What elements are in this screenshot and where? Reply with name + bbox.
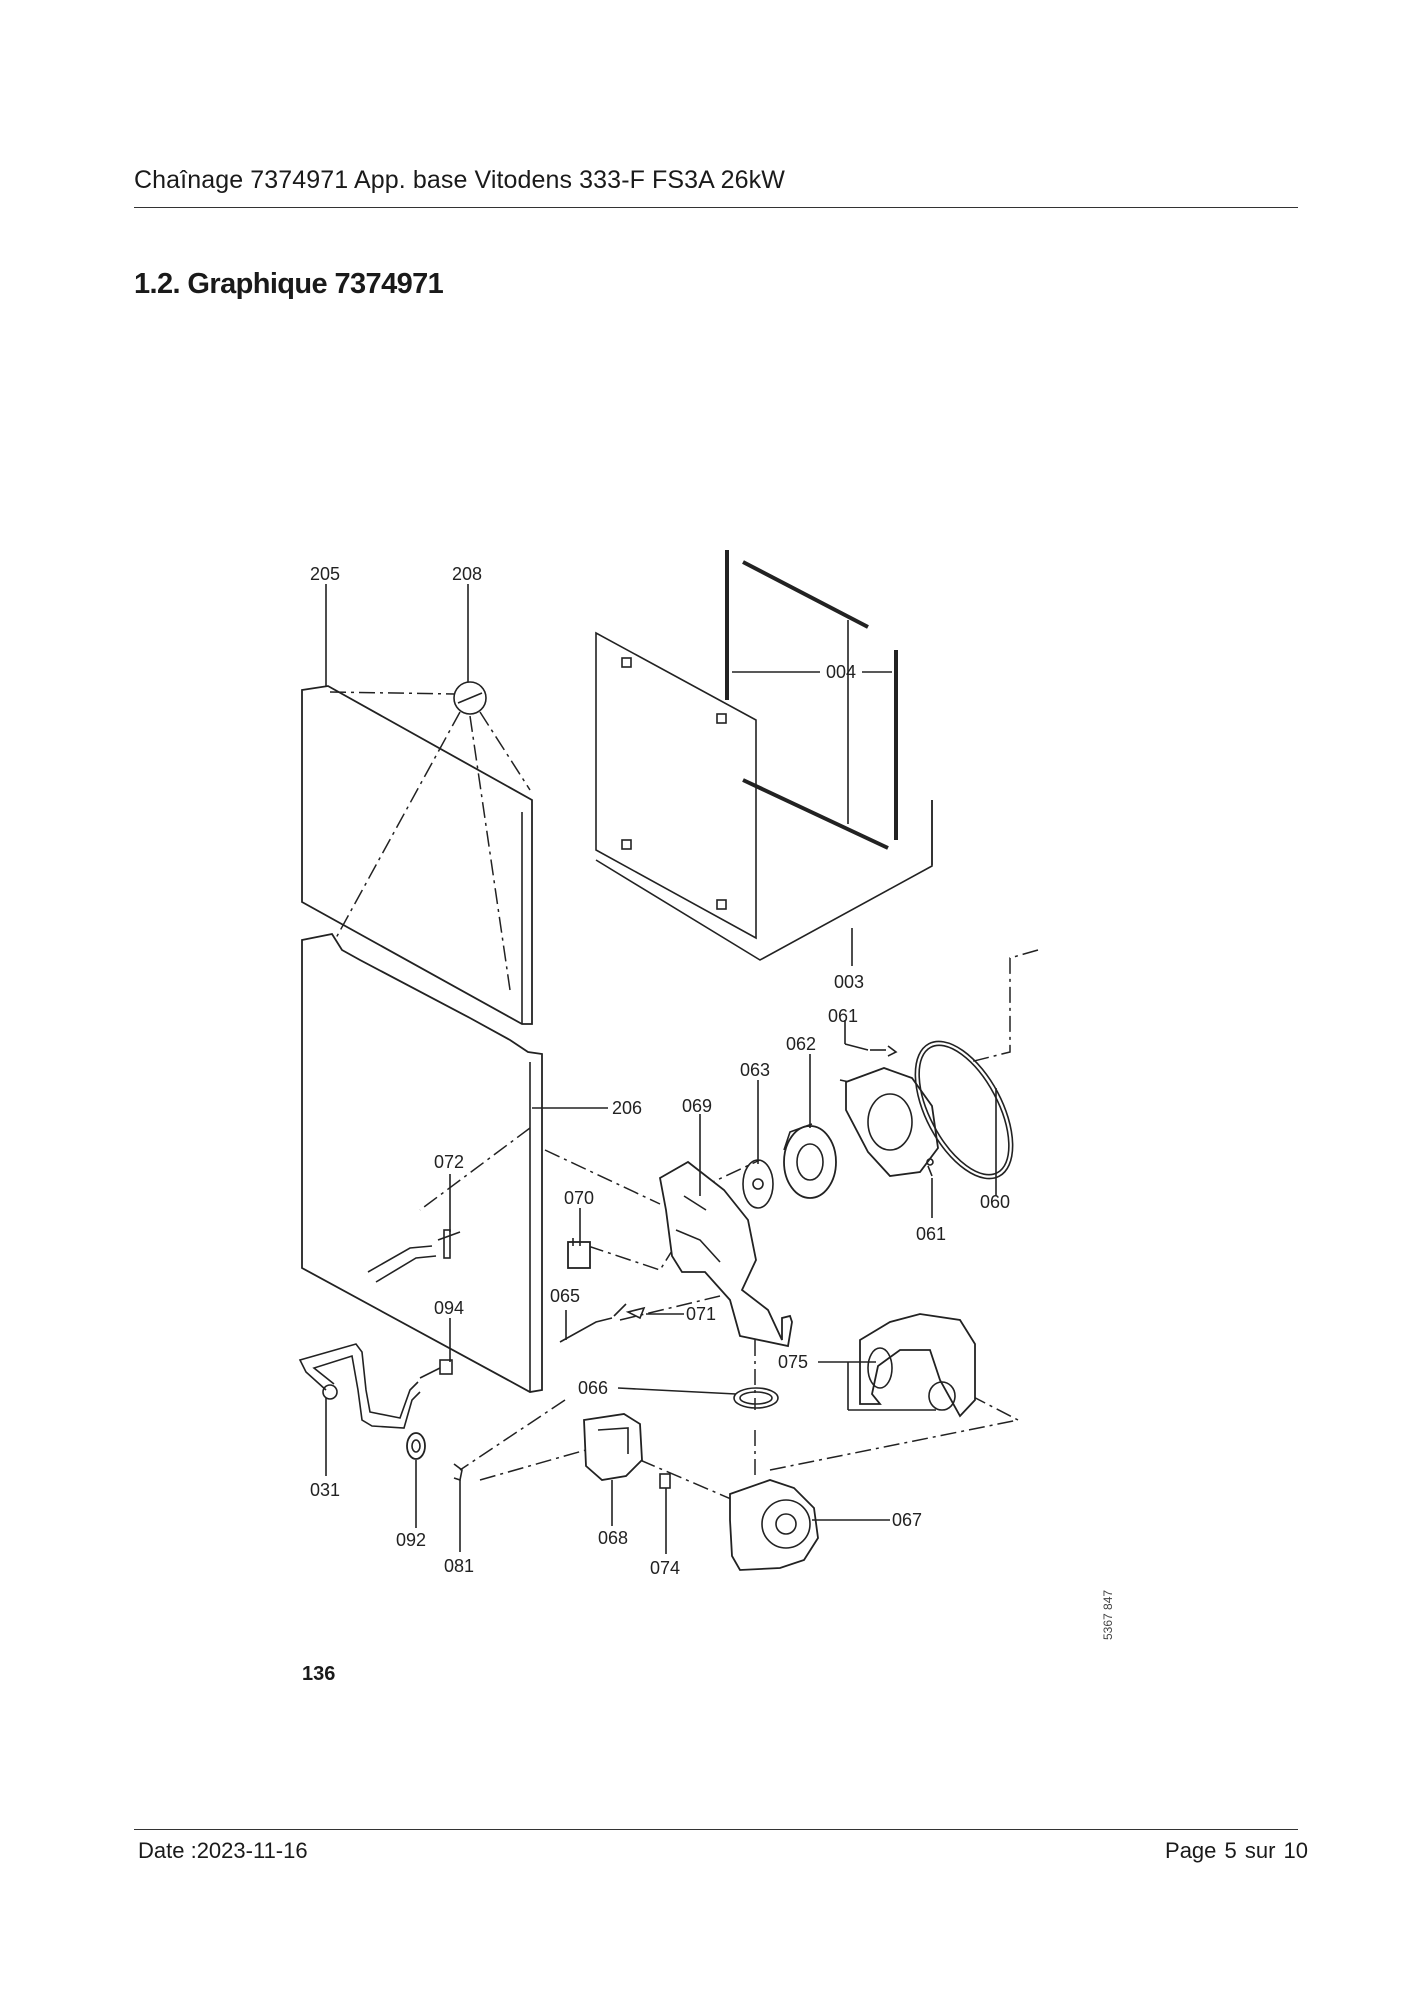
callout-066: 066 [578,1378,608,1398]
callout-071: 071 [686,1304,716,1324]
seal-ring-060 [914,1040,1014,1180]
callout-074: 074 [650,1558,680,1578]
gasket-066 [733,1387,779,1409]
electrode-072 [367,1229,461,1283]
screw-208 [453,681,487,715]
callout-206: 206 [612,1098,642,1118]
callout-061-bottom: 061 [916,1224,946,1244]
sensor-070 [567,1238,591,1269]
figure-number: 136 [302,1663,336,1685]
seal-092 [406,1432,426,1460]
callout-062: 062 [786,1034,816,1054]
clip-074 [659,1473,671,1489]
front-panel-206 [301,932,543,1393]
blower-067 [729,1479,819,1571]
clip-094 [419,1359,453,1379]
callout-069: 069 [682,1096,712,1116]
plate-number: 5367 847 [1101,1590,1115,1640]
footer-date: Date :2023-11-16 [138,1838,308,1863]
callout-072: 072 [434,1152,464,1172]
callout-092: 092 [396,1530,426,1550]
callout-068: 068 [598,1528,628,1548]
air-duct-075 [859,1313,976,1418]
clip-071 [625,1306,646,1320]
back-panel-003 [595,631,933,961]
electrode-065 [559,1303,627,1343]
fan-housing-069 [658,1160,793,1348]
clip-081 [453,1463,463,1482]
callout-094: 094 [434,1298,464,1318]
callout-208: 208 [452,564,482,584]
leader-lines [325,584,997,1554]
gasket-063 [742,1159,774,1209]
pins-061 [870,1045,934,1177]
callout-067: 067 [892,1510,922,1530]
callout-205: 205 [310,564,340,584]
document-title: Chaînage 7374971 App. base Vitodens 333-… [134,166,785,194]
burner-door [845,1067,939,1177]
callout-labels: 205 208 004 003 061 062 063 206 069 072 … [310,564,1010,1578]
gas-valve-068 [583,1413,643,1481]
burner-062 [783,1123,837,1199]
frame-rods [725,550,898,850]
callout-065: 065 [550,1286,580,1306]
footer-divider [134,1829,1298,1830]
callout-063: 063 [740,1060,770,1080]
callout-081: 081 [444,1556,474,1576]
callout-003: 003 [834,972,864,992]
callout-070: 070 [564,1188,594,1208]
gas-pipe-031 [298,1343,421,1429]
section-heading: 1.2. Graphique 7374971 [134,268,444,300]
callout-004: 004 [826,662,856,682]
callout-075: 075 [778,1352,808,1372]
footer-page-number: Page 5 sur 10 [1165,1838,1308,1863]
header-divider [134,207,1298,208]
top-panel-205 [301,685,533,1025]
callout-031: 031 [310,1480,340,1500]
callout-060: 060 [980,1192,1010,1212]
callout-061-top: 061 [828,1006,858,1026]
